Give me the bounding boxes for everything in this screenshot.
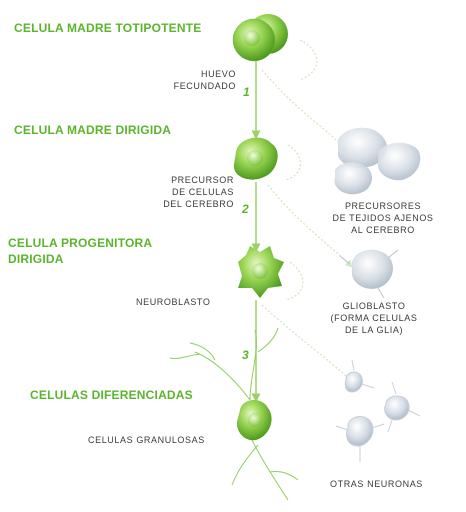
glioblast-cell [339, 249, 399, 299]
directed-stem-cell [233, 137, 278, 180]
stage-differentiated-title: CELULAS DIFERENCIADAS [30, 388, 193, 402]
label-fertilized-egg: HUEVO FECUNDADO [160, 68, 236, 92]
label-fertilized-egg-line2: FECUNDADO [173, 81, 236, 91]
stage-totipotent-title: CELULA MADRE TOTIPOTENTE [14, 21, 202, 35]
other-tissue-precursors [334, 127, 421, 195]
label-brain-precursor-line3: DEL CEREBRO [163, 199, 234, 209]
label-fertilized-egg-line1: HUEVO [200, 69, 236, 79]
label-brain-precursor: PRECURSOR DE CELULAS DEL CEREBRO [140, 174, 234, 210]
label-glioblast-line1: GLIOBLASTO [342, 301, 406, 311]
step-3: 3 [242, 348, 249, 362]
label-brain-precursor-line1: PRECURSOR [171, 175, 234, 185]
stage-directed-title: CELULA MADRE DIRIGIDA [14, 123, 172, 137]
label-neuroblast: NEUROBLASTO [136, 297, 211, 307]
stage-progenitor-title: CELULA PROGENITORA DIRIGIDA [8, 236, 152, 266]
other-neurons [335, 359, 421, 462]
stage-progenitor-title-line2: DIRIGIDA [8, 252, 64, 266]
step-2: 2 [242, 202, 249, 216]
totipotent-cell [232, 14, 288, 62]
label-granular-cells: CELULAS GRANULOSAS [88, 435, 205, 445]
label-other-neurons: OTRAS NEURONAS [330, 479, 423, 489]
label-other-tissue-line1: PRECURSORES [344, 201, 422, 211]
label-other-tissue-precursors: PRECURSORES DE TEJIDOS AJENOS AL CEREBRO [318, 200, 448, 236]
label-glioblast-line3: DE LA GLIA) [344, 325, 404, 335]
granular-neuron [169, 327, 299, 501]
step-1: 1 [243, 85, 250, 99]
label-brain-precursor-line2: DE CELULAS [171, 187, 234, 197]
label-other-tissue-line2: DE TEJIDOS AJENOS [332, 213, 434, 223]
label-glioblast: GLIOBLASTO (FORMA CELULAS DE LA GLIA) [318, 300, 430, 336]
progenitor-cell [238, 246, 284, 298]
stage-progenitor-title-line1: CELULA PROGENITORA [8, 236, 153, 250]
label-other-tissue-line3: AL CEREBRO [351, 225, 415, 235]
label-glioblast-line2: (FORMA CELULAS [330, 313, 418, 323]
